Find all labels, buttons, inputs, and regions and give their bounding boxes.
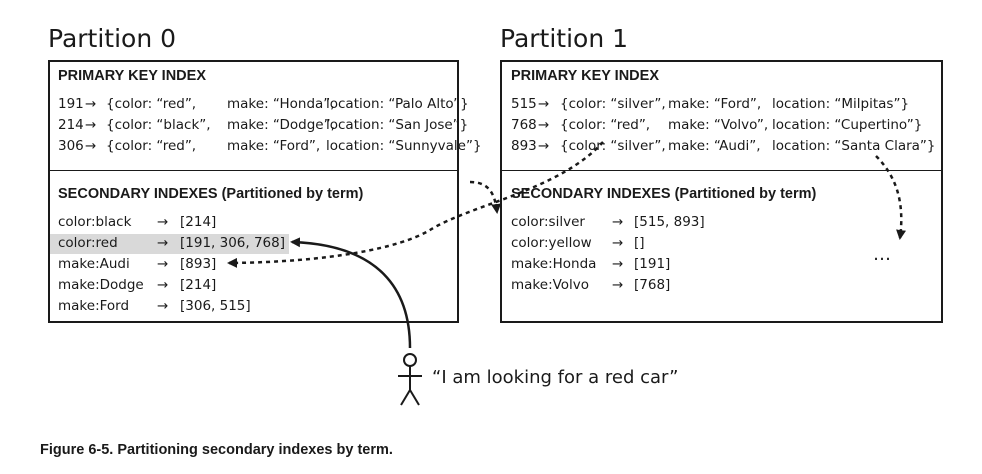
p0-secondary-ids: [893]: [180, 256, 217, 272]
p0-primary-color: {color: “red”,: [106, 96, 197, 112]
p1-primary-color: {color: “red”,: [560, 117, 651, 133]
p0-secondary-term: color:black: [58, 214, 132, 230]
p0-secondary-ids: [214]: [180, 277, 217, 293]
partition-1-title: Partition 1: [500, 24, 629, 53]
p0-primary-make: make: “Dodge”,: [227, 117, 335, 133]
user-quote: “I am looking for a red car”: [432, 367, 679, 388]
p1-primary-location: location: “Santa Clara”}: [772, 138, 936, 154]
p0-primary-location: location: “San Jose”}: [326, 117, 469, 133]
p0-primary-key: 214: [58, 117, 84, 133]
p1-secondary-term: color:silver: [511, 214, 585, 230]
p0-secondary-term: make:Dodge: [58, 277, 144, 293]
p0-primary-location: location: “Sunnyvale”}: [326, 138, 482, 154]
arrow-right-icon: →: [612, 235, 624, 251]
arrow-right-icon: →: [157, 277, 169, 293]
dotted-arrow-silver-to-p1: [469, 180, 502, 214]
partition-0-primary-header: PRIMARY KEY INDEX: [58, 68, 206, 84]
p1-primary-make: make: “Audi”,: [668, 138, 761, 154]
p1-primary-color: {color: “silver”,: [560, 138, 666, 154]
arrow-right-icon: →: [85, 138, 97, 154]
p0-primary-key: 306: [58, 138, 84, 154]
p1-primary-make: make: “Ford”,: [668, 96, 762, 112]
arrow-right-icon: →: [612, 256, 624, 272]
partition-1-divider: [502, 170, 941, 171]
arrow-right-icon: →: [85, 96, 97, 112]
p1-primary-location: location: “Milpitas”}: [772, 96, 910, 112]
p0-primary-color: {color: “black”,: [106, 117, 211, 133]
p1-secondary-ids: [515, 893]: [634, 214, 705, 230]
figure-caption: Figure 6-5. Partitioning secondary index…: [40, 442, 393, 458]
p0-primary-location: location: “Palo Alto”}: [326, 96, 469, 112]
p1-primary-location: location: “Cupertino”}: [772, 117, 923, 133]
p1-primary-key: 893: [511, 138, 537, 154]
arrow-right-icon: →: [157, 214, 169, 230]
arrow-right-icon: →: [538, 96, 550, 112]
p0-secondary-ids: [214]: [180, 214, 217, 230]
arrow-right-icon: →: [612, 277, 624, 293]
arrow-right-icon: →: [612, 214, 624, 230]
p0-primary-make: make: “Honda”,: [227, 96, 335, 112]
partition-0-title: Partition 0: [48, 24, 177, 53]
p0-secondary-term: make:Ford: [58, 298, 130, 314]
p1-primary-color: {color: “silver”,: [560, 96, 666, 112]
p1-primary-key: 768: [511, 117, 537, 133]
p0-primary-make: make: “Ford”,: [227, 138, 321, 154]
stick-figure-icon: [398, 353, 422, 406]
p0-primary-color: {color: “red”,: [106, 138, 197, 154]
p1-secondary-term: color:yellow: [511, 235, 592, 251]
arrow-right-icon: →: [157, 256, 169, 272]
p0-primary-key: 191: [58, 96, 84, 112]
p1-secondary-ids: [191]: [634, 256, 671, 272]
p1-primary-key: 515: [511, 96, 537, 112]
arrow-right-icon: →: [157, 235, 169, 251]
partition-0-divider: [50, 170, 457, 171]
partition-0-secondary-header: SECONDARY INDEXES (Partitioned by term): [58, 186, 364, 202]
arrow-right-icon: →: [157, 298, 169, 314]
ellipsis: …: [873, 244, 893, 265]
arrow-right-icon: →: [538, 138, 550, 154]
arrow-right-icon: →: [85, 117, 97, 133]
arrow-right-icon: →: [538, 117, 550, 133]
partition-1-primary-header: PRIMARY KEY INDEX: [511, 68, 659, 84]
p0-secondary-ids: [306, 515]: [180, 298, 251, 314]
p0-secondary-ids: [191, 306, 768]: [180, 235, 286, 251]
p1-primary-make: make: “Volvo”,: [668, 117, 769, 133]
p0-secondary-term: color:red: [58, 235, 118, 251]
p1-secondary-term: make:Volvo: [511, 277, 590, 293]
partition-1-secondary-header: SECONDARY INDEXES (Partitioned by term): [511, 186, 817, 202]
p1-secondary-ids: []: [634, 235, 645, 251]
p1-secondary-term: make:Honda: [511, 256, 597, 272]
p1-secondary-ids: [768]: [634, 277, 671, 293]
p0-secondary-term: make:Audi: [58, 256, 130, 272]
